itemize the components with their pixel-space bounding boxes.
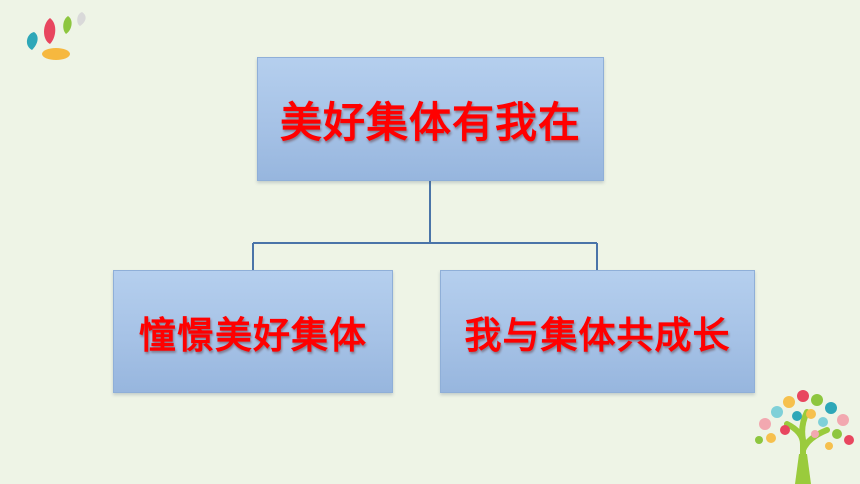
root-node-label: 美好集体有我在	[279, 97, 581, 147]
child-node-right-label: 我与集体共成长	[464, 313, 731, 357]
child-node-left-label: 憧憬美好集体	[139, 313, 367, 357]
petals-icon	[26, 12, 86, 60]
child-node-right: 我与集体共成长	[440, 270, 755, 393]
tree-icon	[755, 390, 854, 484]
child-node-left: 憧憬美好集体	[113, 270, 393, 393]
root-node: 美好集体有我在	[257, 57, 604, 181]
